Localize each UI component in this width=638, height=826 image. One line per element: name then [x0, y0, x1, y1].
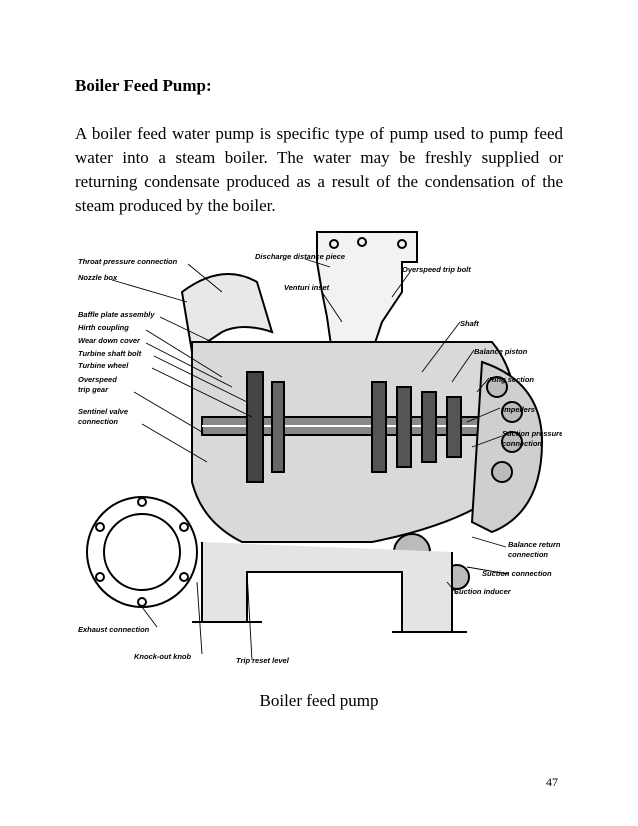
- section-heading: Boiler Feed Pump:: [75, 76, 212, 95]
- label-turbine-wheel: Turbine wheel: [78, 361, 129, 370]
- label-suction-connection: Suction connection: [482, 569, 552, 578]
- boiler-feed-pump-figure: Throat pressure connection Nozzle box Ba…: [72, 222, 563, 672]
- label-balance-return-2: connection: [508, 550, 548, 559]
- label-suction-pressure-2: connection: [502, 439, 542, 448]
- label-suction-pressure-1: Suction pressure: [502, 429, 562, 438]
- label-balance-piston: Balance piston: [474, 347, 528, 356]
- body-paragraph: A boiler feed water pump is specific typ…: [75, 124, 563, 215]
- label-hirth-coupling: Hirth coupling: [78, 323, 129, 332]
- label-venturi-inset: Venturi inset: [284, 283, 330, 292]
- label-baffle-plate-assembly: Baffle plate assembly: [78, 310, 155, 319]
- label-overspeed-trip-gear-2: trip gear: [78, 385, 109, 394]
- label-suction-inducer: Suction inducer: [454, 587, 512, 596]
- pump-cutaway-drawing: Throat pressure connection Nozzle box Ba…: [78, 231, 563, 665]
- label-trip-reset-level: Trip reset level: [236, 656, 290, 665]
- label-throat-pressure-connection: Throat pressure connection: [78, 257, 178, 266]
- label-balance-return-1: Balance return: [508, 540, 561, 549]
- label-impellers: Impellers: [502, 405, 535, 414]
- label-wear-down-cover: Wear down cover: [78, 336, 141, 345]
- page-number: 47: [546, 775, 558, 789]
- label-discharge-distance-piece: Discharge distance piece: [255, 252, 345, 261]
- label-ring-section: Ring section: [489, 375, 534, 384]
- label-exhaust-connection: Exhaust connection: [78, 625, 150, 634]
- label-shaft: Shaft: [460, 319, 479, 328]
- label-sentinel-valve-2: connection: [78, 417, 118, 426]
- label-nozzle-box: Nozzle box: [78, 273, 118, 282]
- label-knock-out-knob: Knock-out knob: [134, 652, 191, 661]
- label-sentinel-valve-1: Sentinel valve: [78, 407, 128, 416]
- label-turbine-shaft-bolt: Turbine shaft bolt: [78, 349, 142, 358]
- figure-caption: Boiler feed pump: [259, 691, 379, 710]
- label-overspeed-trip-gear-1: Overspeed: [78, 375, 117, 384]
- label-overspeed-trip-bolt: Overspeed trip bolt: [402, 265, 471, 274]
